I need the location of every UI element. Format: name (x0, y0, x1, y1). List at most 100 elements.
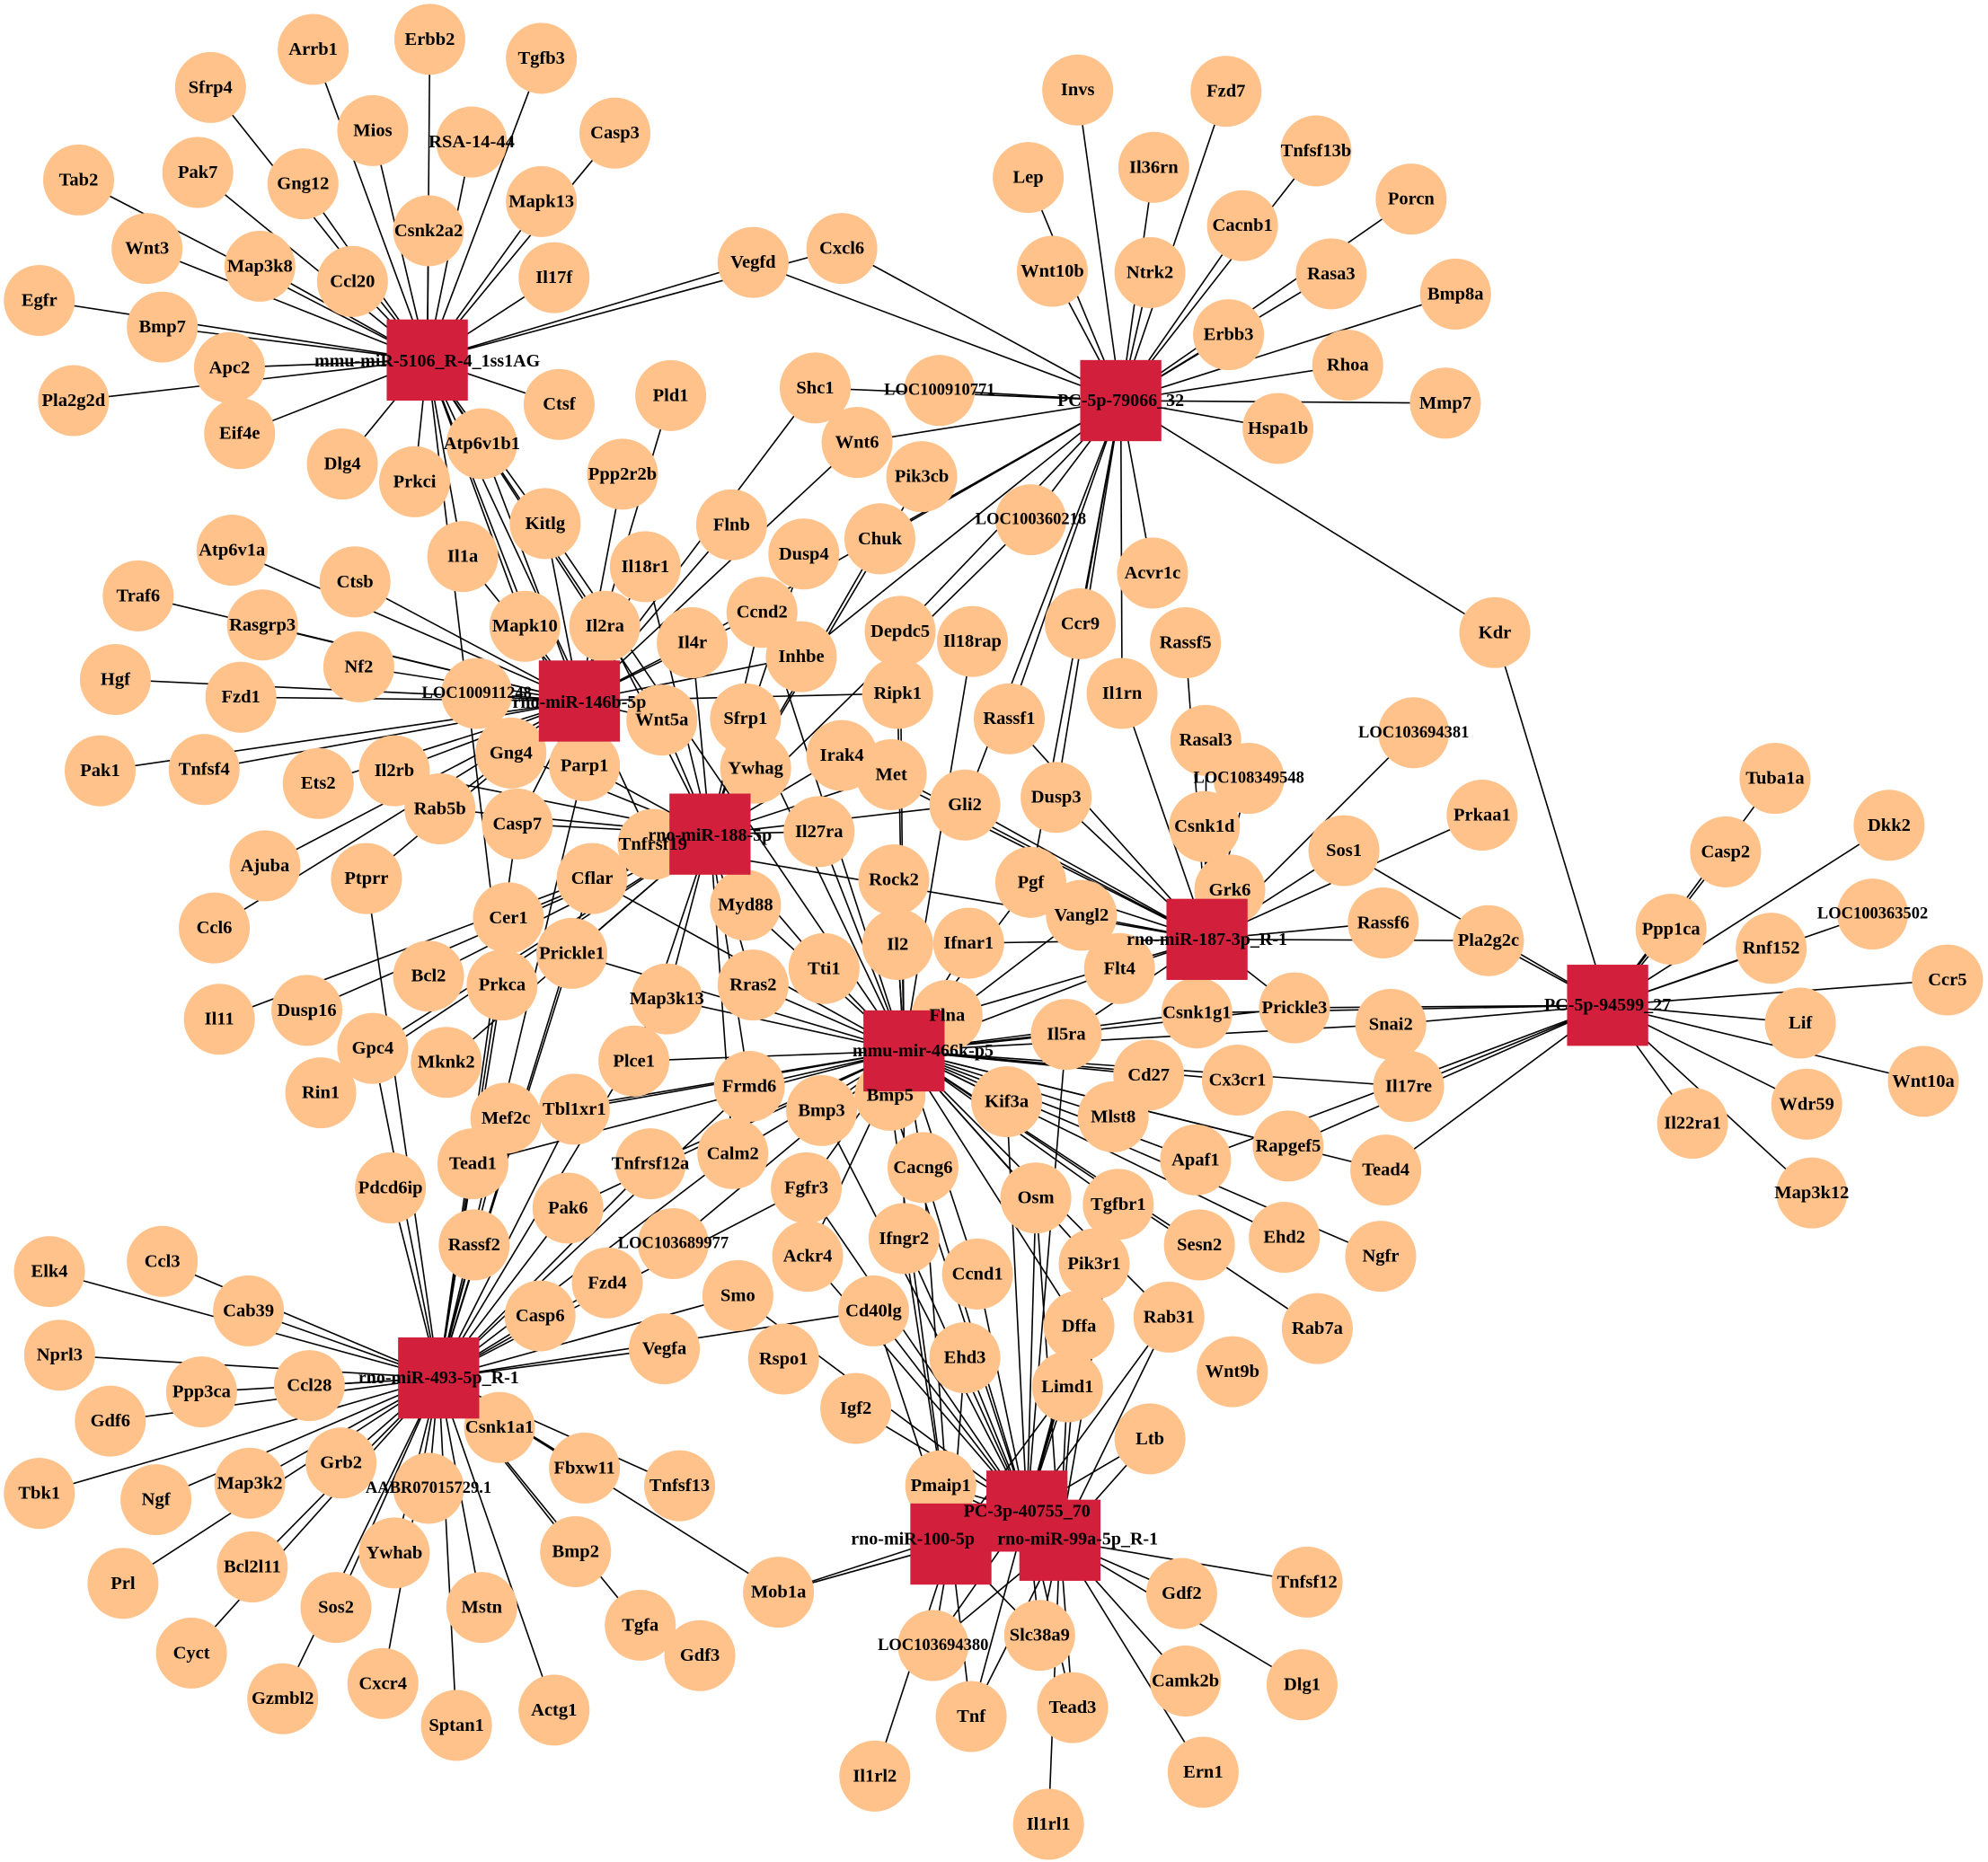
gene-node-rassf6[interactable] (1347, 887, 1419, 958)
gene-node-ltb[interactable] (1114, 1403, 1186, 1475)
gene-node-tead1[interactable] (437, 1128, 508, 1200)
gene-node-wnt10a[interactable] (1887, 1046, 1959, 1117)
gene-node-ccnd1[interactable] (941, 1238, 1013, 1310)
gene-node-prkca[interactable] (466, 949, 538, 1021)
gene-node-pgf[interactable] (994, 846, 1066, 918)
gene-node-gpc4[interactable] (337, 1012, 409, 1084)
gene-node-depdc5[interactable] (864, 596, 936, 667)
gene-node-eif4e[interactable] (204, 398, 276, 470)
gene-node-il4r[interactable] (657, 607, 729, 679)
gene-node-osm[interactable] (1000, 1162, 1072, 1234)
gene-node-il17f[interactable] (518, 242, 590, 313)
gene-node-mapk10[interactable] (489, 590, 561, 662)
gene-node-ifnar1[interactable] (932, 907, 1004, 979)
gene-node-fzd4[interactable] (571, 1247, 643, 1319)
gene-node-il36rn[interactable] (1118, 131, 1189, 203)
gene-node-wdr59[interactable] (1771, 1068, 1842, 1140)
gene-node-fgfr3[interactable] (771, 1152, 843, 1223)
gene-node-pak7[interactable] (162, 137, 234, 208)
gene-node-tnfsf4[interactable] (168, 734, 240, 806)
gene-node-prkci[interactable] (378, 446, 451, 517)
gene-node-fzd1[interactable] (205, 661, 277, 733)
gene-node-met[interactable] (855, 738, 927, 810)
gene-node-rras2[interactable] (717, 949, 789, 1021)
gene-node-csnk1d[interactable] (1169, 790, 1241, 862)
gene-node-loc100363502[interactable] (1837, 878, 1909, 950)
gene-node-casp6[interactable] (504, 1280, 576, 1352)
gene-node-rassf1[interactable] (973, 683, 1045, 755)
gene-node-il5ra[interactable] (1030, 999, 1102, 1071)
gene-node-grb2[interactable] (305, 1427, 377, 1499)
gene-node-hspa1b[interactable] (1242, 393, 1314, 464)
gene-node-ppp2r2b[interactable] (587, 438, 658, 510)
gene-node-tuba1a[interactable] (1739, 743, 1811, 815)
gene-node-kdr[interactable] (1459, 596, 1531, 668)
gene-node-flt4[interactable] (1083, 932, 1155, 1004)
mirna-node-m466k[interactable] (863, 1010, 945, 1092)
gene-node-cacng6[interactable] (887, 1132, 959, 1204)
gene-node-pld1[interactable] (635, 359, 707, 431)
gene-node-elk4[interactable] (13, 1236, 85, 1308)
gene-node-traf6[interactable] (102, 560, 174, 631)
gene-node-parp1[interactable] (549, 729, 621, 801)
gene-node-kif3a[interactable] (971, 1065, 1043, 1137)
gene-node-slc38a9[interactable] (1003, 1600, 1075, 1672)
gene-node-ccl28[interactable] (273, 1350, 345, 1422)
gene-node-mlst8[interactable] (1077, 1081, 1149, 1152)
mirna-node-m187[interactable] (1166, 898, 1248, 980)
gene-node-ehd2[interactable] (1249, 1201, 1321, 1273)
gene-node-wnt10b[interactable] (1016, 235, 1088, 307)
gene-node-il2[interactable] (861, 908, 933, 980)
gene-node-mapk13[interactable] (506, 165, 578, 237)
gene-node-cd40lg[interactable] (837, 1275, 909, 1346)
gene-node-dusp4[interactable] (768, 518, 840, 590)
gene-node-tnf[interactable] (935, 1681, 1007, 1752)
gene-node-acvr1c[interactable] (1117, 537, 1188, 609)
gene-node-hgf[interactable] (79, 643, 151, 716)
gene-node-cx3cr1[interactable] (1201, 1044, 1273, 1116)
gene-node-atp6v1b1[interactable] (446, 408, 517, 480)
gene-node-dffa[interactable] (1043, 1290, 1115, 1362)
gene-node-tgfb3[interactable] (506, 22, 578, 94)
gene-node-loc103694381[interactable] (1378, 697, 1450, 769)
gene-node-cer1[interactable] (473, 882, 544, 954)
mirna-node-m79066[interactable] (1080, 359, 1162, 442)
gene-node-loc100911248[interactable] (441, 657, 513, 729)
gene-node-dkk2[interactable] (1853, 790, 1925, 861)
gene-node-dlg4[interactable] (306, 428, 378, 500)
gene-node-il1a[interactable] (427, 521, 499, 593)
gene-node-bmp2[interactable] (540, 1515, 612, 1588)
gene-node-mob1a[interactable] (743, 1557, 815, 1628)
mirna-node-m100[interactable] (910, 1503, 992, 1585)
gene-node-gdf6[interactable] (75, 1385, 146, 1457)
gene-node-aabr07015729-1[interactable] (393, 1452, 464, 1524)
gene-node-shc1[interactable] (779, 352, 852, 424)
gene-node-gng12[interactable] (267, 148, 339, 220)
gene-node-ccr9[interactable] (1044, 587, 1116, 659)
gene-node-cflar[interactable] (556, 843, 628, 914)
gene-node-mmp7[interactable] (1409, 367, 1481, 439)
mirna-node-m94599[interactable] (1567, 965, 1648, 1046)
mirna-node-m146b[interactable] (538, 660, 621, 742)
gene-node-ccl20[interactable] (316, 245, 388, 317)
gene-node-ptprr[interactable] (331, 843, 402, 914)
gene-node-sesn2[interactable] (1163, 1209, 1235, 1281)
gene-node-ccl3[interactable] (127, 1225, 199, 1297)
gene-node-dlg1[interactable] (1266, 1649, 1338, 1721)
gene-node-loc103689977[interactable] (637, 1208, 709, 1280)
gene-node-ywhab[interactable] (358, 1517, 430, 1589)
gene-node-gzmbl2[interactable] (247, 1663, 319, 1734)
gene-node-loc100360218[interactable] (994, 484, 1066, 556)
gene-node-tead3[interactable] (1037, 1672, 1109, 1743)
gene-node-lif[interactable] (1764, 987, 1836, 1059)
gene-node-dusp3[interactable] (1021, 762, 1092, 834)
gene-node-fbxw11[interactable] (549, 1432, 621, 1504)
gene-node-rapgef5[interactable] (1252, 1110, 1324, 1182)
gene-node-csnk1g1[interactable] (1161, 977, 1233, 1049)
gene-node-map3k12[interactable] (1776, 1157, 1848, 1229)
gene-node-rock2[interactable] (858, 843, 930, 915)
gene-node-mstn[interactable] (446, 1572, 517, 1644)
gene-node-tead4[interactable] (1350, 1134, 1422, 1206)
gene-node-sptan1[interactable] (420, 1690, 492, 1761)
gene-node-casp3[interactable] (579, 97, 651, 169)
